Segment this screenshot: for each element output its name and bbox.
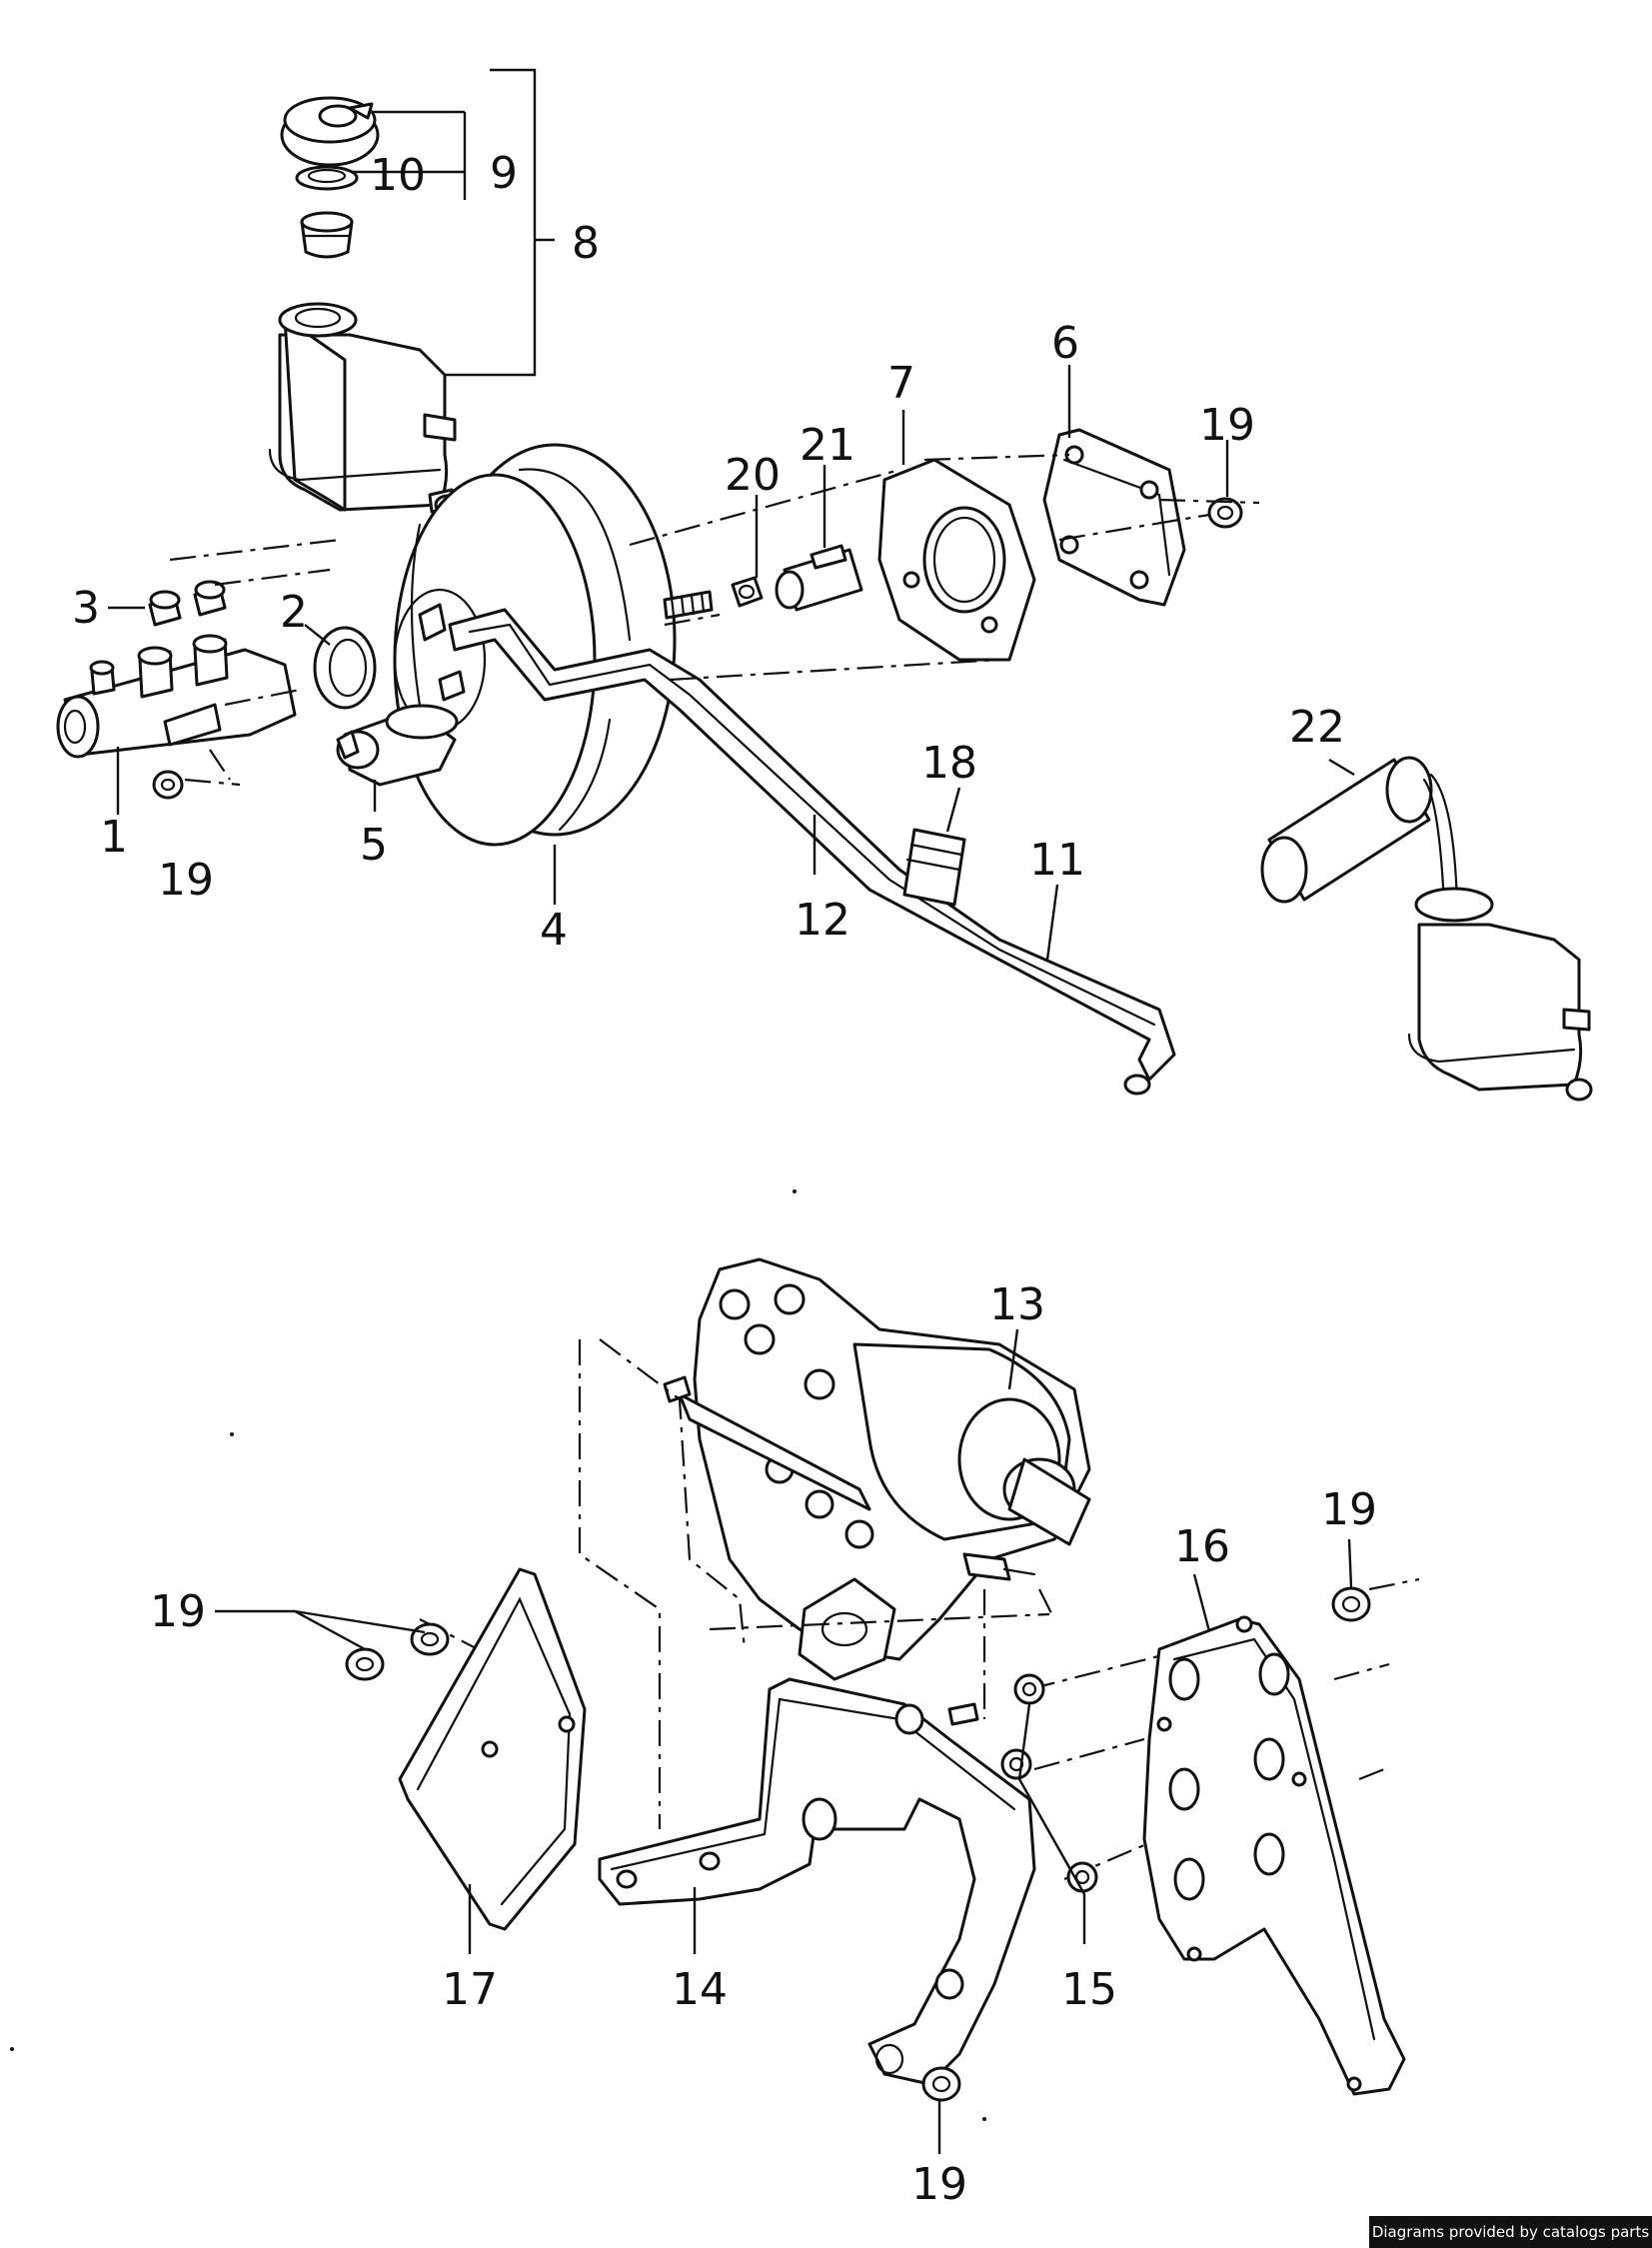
callout-numbers: 1 2 3 4 5 6 7 8 9 10 11 12 13 14 15 16 1… xyxy=(72,148,1377,2210)
brake-fluid-reservoir xyxy=(268,302,462,516)
callout-8: 8 xyxy=(572,218,600,269)
line-clip-18 xyxy=(902,828,966,907)
master-cylinder-seal xyxy=(313,626,377,710)
callout-6: 6 xyxy=(1051,318,1079,369)
alignment-lines-top xyxy=(629,453,1260,682)
callout-bracket-9-10 xyxy=(340,110,467,200)
reservoir-strainer xyxy=(300,211,354,259)
callout-9: 9 xyxy=(490,148,518,199)
washers-19-left-pair xyxy=(345,1622,450,1681)
callout-20: 20 xyxy=(725,450,781,501)
callout-17: 17 xyxy=(442,1964,498,2015)
callout-7: 7 xyxy=(887,358,915,409)
callout-13: 13 xyxy=(989,1279,1045,1330)
callout-21: 21 xyxy=(800,420,855,471)
booster-push-rod xyxy=(336,704,459,787)
bracket-plate-6 xyxy=(1042,428,1186,607)
callout-bracket-8 xyxy=(430,68,555,377)
callout-22: 22 xyxy=(1289,702,1345,753)
reservoir-cap xyxy=(280,96,380,167)
washer-19-bottom-right xyxy=(1331,1586,1371,1622)
leader-lines xyxy=(108,365,1355,2154)
credit-banner: Diagrams provided by catalogs parts xyxy=(1369,2216,1652,2248)
gasket-plate-7 xyxy=(877,458,1036,662)
stray-dots xyxy=(10,1189,986,2121)
callout-4: 4 xyxy=(540,905,568,956)
master-cylinder xyxy=(56,634,301,787)
callout-1: 1 xyxy=(100,812,128,863)
adapter-21 xyxy=(775,544,863,612)
callout-10: 10 xyxy=(370,150,426,201)
washer-19-left xyxy=(152,770,184,800)
fluid-bottle-22 xyxy=(1260,756,1459,907)
callout-18: 18 xyxy=(921,738,977,789)
callout-15: 15 xyxy=(1061,1964,1117,2015)
callout-11: 11 xyxy=(1029,835,1085,886)
shield-plate-17 xyxy=(398,1567,587,1931)
callout-2: 2 xyxy=(280,587,308,638)
mounting-bracket-14 xyxy=(598,1677,1036,2086)
abs-hydraulic-unit xyxy=(663,1257,1091,1681)
callout-19-bottom: 19 xyxy=(911,2159,967,2210)
callout-5: 5 xyxy=(360,820,388,871)
master-cylinder-nuts xyxy=(148,538,341,627)
brake-booster xyxy=(393,443,721,847)
callout-19-top-right: 19 xyxy=(1199,400,1255,451)
callout-3: 3 xyxy=(72,583,100,634)
callout-19-left: 19 xyxy=(158,855,214,906)
callout-16: 16 xyxy=(1174,1521,1230,1572)
cap-seal xyxy=(295,165,359,191)
callout-19-bottom-right: 19 xyxy=(1321,1484,1377,1535)
washer-19-bottom xyxy=(921,2066,961,2102)
callout-12: 12 xyxy=(795,895,850,946)
callout-19-bottom-left: 19 xyxy=(150,1586,206,1637)
callout-14: 14 xyxy=(672,1964,728,2015)
spare-reservoir-22 xyxy=(1407,887,1593,1102)
mounting-plate-16 xyxy=(1142,1615,1406,2096)
washer-19-top-right xyxy=(1207,497,1243,529)
nut-20 xyxy=(731,576,764,608)
